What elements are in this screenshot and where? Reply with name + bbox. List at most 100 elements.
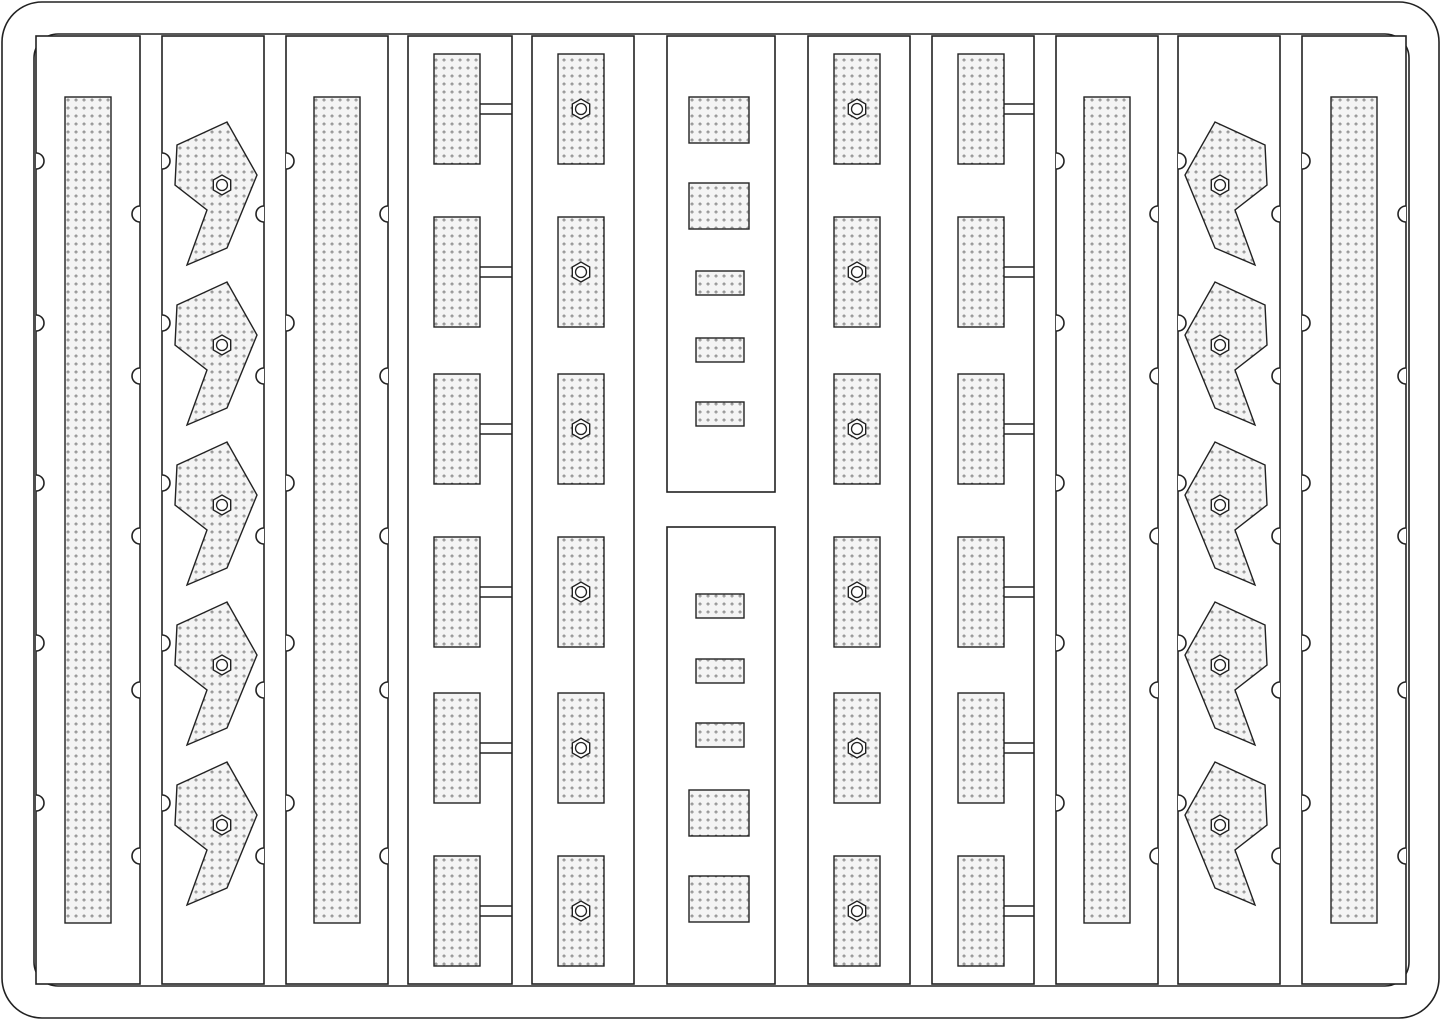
column-3-notch-1	[285, 152, 295, 170]
column-7-plate-4	[833, 536, 881, 648]
column-3-notch-5	[285, 794, 295, 812]
column-2-bracket-1	[174, 121, 258, 267]
column-2-bracket-2-nut-hole	[215, 338, 229, 352]
column-4-plate-3	[433, 373, 481, 485]
column-3-tab-2	[379, 367, 389, 385]
column-1-notch-3	[35, 474, 45, 492]
column-9-notch-4	[1055, 634, 1065, 652]
column-4-plate-5	[433, 692, 481, 804]
column-10-bracket-3	[1184, 441, 1268, 587]
column-1-notch-2	[35, 314, 45, 332]
column-6-upper-bar-2	[695, 337, 745, 363]
column-2-bracket-2	[174, 281, 258, 427]
column-10-bracket-5	[1184, 761, 1268, 907]
column-7-nut-3-hole	[850, 422, 864, 436]
column-7-frame	[807, 35, 911, 985]
column-1-strip	[64, 96, 112, 924]
column-6-lower-plate-2	[688, 875, 750, 923]
column-9-strip	[1083, 96, 1131, 924]
column-6-lower-bar-2	[695, 658, 745, 684]
column-10-bracket-2	[1184, 281, 1268, 427]
column-3-tab-1	[379, 205, 389, 223]
column-4-sprue-4	[480, 586, 512, 598]
column-5-nut-6-hole	[574, 904, 588, 918]
column-4-sprue-5	[480, 742, 512, 754]
column-2-notch-5	[161, 794, 171, 812]
column-11-notch-2	[1301, 314, 1311, 332]
column-4-plate-1	[433, 53, 481, 165]
column-7-nut-5-hole	[850, 741, 864, 755]
column-4-sprue-6	[480, 905, 512, 917]
column-6-upper-plate-2	[688, 182, 750, 230]
column-7-nut-6-hole	[850, 904, 864, 918]
column-1-notch-4	[35, 634, 45, 652]
column-8-plate-2	[957, 216, 1005, 328]
column-7-nut-2-hole	[850, 265, 864, 279]
column-5-nut-4-hole	[574, 585, 588, 599]
column-8-sprue-1	[1004, 103, 1034, 115]
column-4-frame	[407, 35, 513, 985]
column-11-notch-1	[1301, 152, 1311, 170]
column-2-notch-1	[161, 152, 171, 170]
column-2-tab-3	[255, 527, 265, 545]
column-10-bracket-1-nut-hole	[1213, 178, 1227, 192]
column-9-tab-3	[1149, 527, 1159, 545]
column-5-nut-5-hole	[574, 741, 588, 755]
column-3-tab-3	[379, 527, 389, 545]
column-10-bracket-4	[1184, 601, 1268, 747]
column-10-tab-5	[1271, 847, 1281, 865]
column-4-sprue-3	[480, 423, 512, 435]
column-5-frame	[531, 35, 635, 985]
column-10-notch-3	[1177, 474, 1187, 492]
column-10-bracket-5-nut-hole	[1213, 818, 1227, 832]
column-6-lower-bar-1	[695, 593, 745, 619]
column-1-tab-3	[131, 527, 141, 545]
column-8-sprue-3	[1004, 423, 1034, 435]
column-10-notch-1	[1177, 152, 1187, 170]
column-6-upper-bar-1	[695, 270, 745, 296]
inner-frame	[33, 33, 1410, 987]
column-3-strip	[313, 96, 361, 924]
column-8-frame	[931, 35, 1035, 985]
column-4-plate-2	[433, 216, 481, 328]
column-2-bracket-5	[174, 761, 258, 907]
column-7-nut-1-hole	[850, 102, 864, 116]
column-10-notch-4	[1177, 634, 1187, 652]
column-2-tab-1	[255, 205, 265, 223]
column-2-tab-2	[255, 367, 265, 385]
column-9-notch-2	[1055, 314, 1065, 332]
column-11-tab-1	[1397, 205, 1407, 223]
column-8-plate-6	[957, 855, 1005, 967]
column-4-sprue-2	[480, 266, 512, 278]
column-10-notch-2	[1177, 314, 1187, 332]
column-1-notch-1	[35, 152, 45, 170]
column-9-tab-5	[1149, 847, 1159, 865]
column-8-sprue-6	[1004, 905, 1034, 917]
column-6-upper-bar-3	[695, 401, 745, 427]
column-3-tab-4	[379, 681, 389, 699]
column-9-notch-3	[1055, 474, 1065, 492]
column-10-bracket-3-nut-hole	[1213, 498, 1227, 512]
column-10-bracket-2-nut-hole	[1213, 338, 1227, 352]
column-11-tab-3	[1397, 527, 1407, 545]
column-2-notch-3	[161, 474, 171, 492]
column-3-notch-4	[285, 634, 295, 652]
column-2-notch-2	[161, 314, 171, 332]
column-5-nut-1-hole	[574, 102, 588, 116]
column-10-notch-5	[1177, 794, 1187, 812]
column-11-tab-5	[1397, 847, 1407, 865]
column-4-plate-6	[433, 855, 481, 967]
column-10-tab-2	[1271, 367, 1281, 385]
column-2-bracket-3	[174, 441, 258, 587]
column-1-tab-1	[131, 205, 141, 223]
column-5-plate-1	[557, 53, 605, 165]
column-6-lower-bar-3	[695, 722, 745, 748]
column-2-bracket-4	[174, 601, 258, 747]
column-9-tab-4	[1149, 681, 1159, 699]
column-11-notch-3	[1301, 474, 1311, 492]
column-8-plate-1	[957, 53, 1005, 165]
column-7-nut-4-hole	[850, 585, 864, 599]
column-11-notch-5	[1301, 794, 1311, 812]
